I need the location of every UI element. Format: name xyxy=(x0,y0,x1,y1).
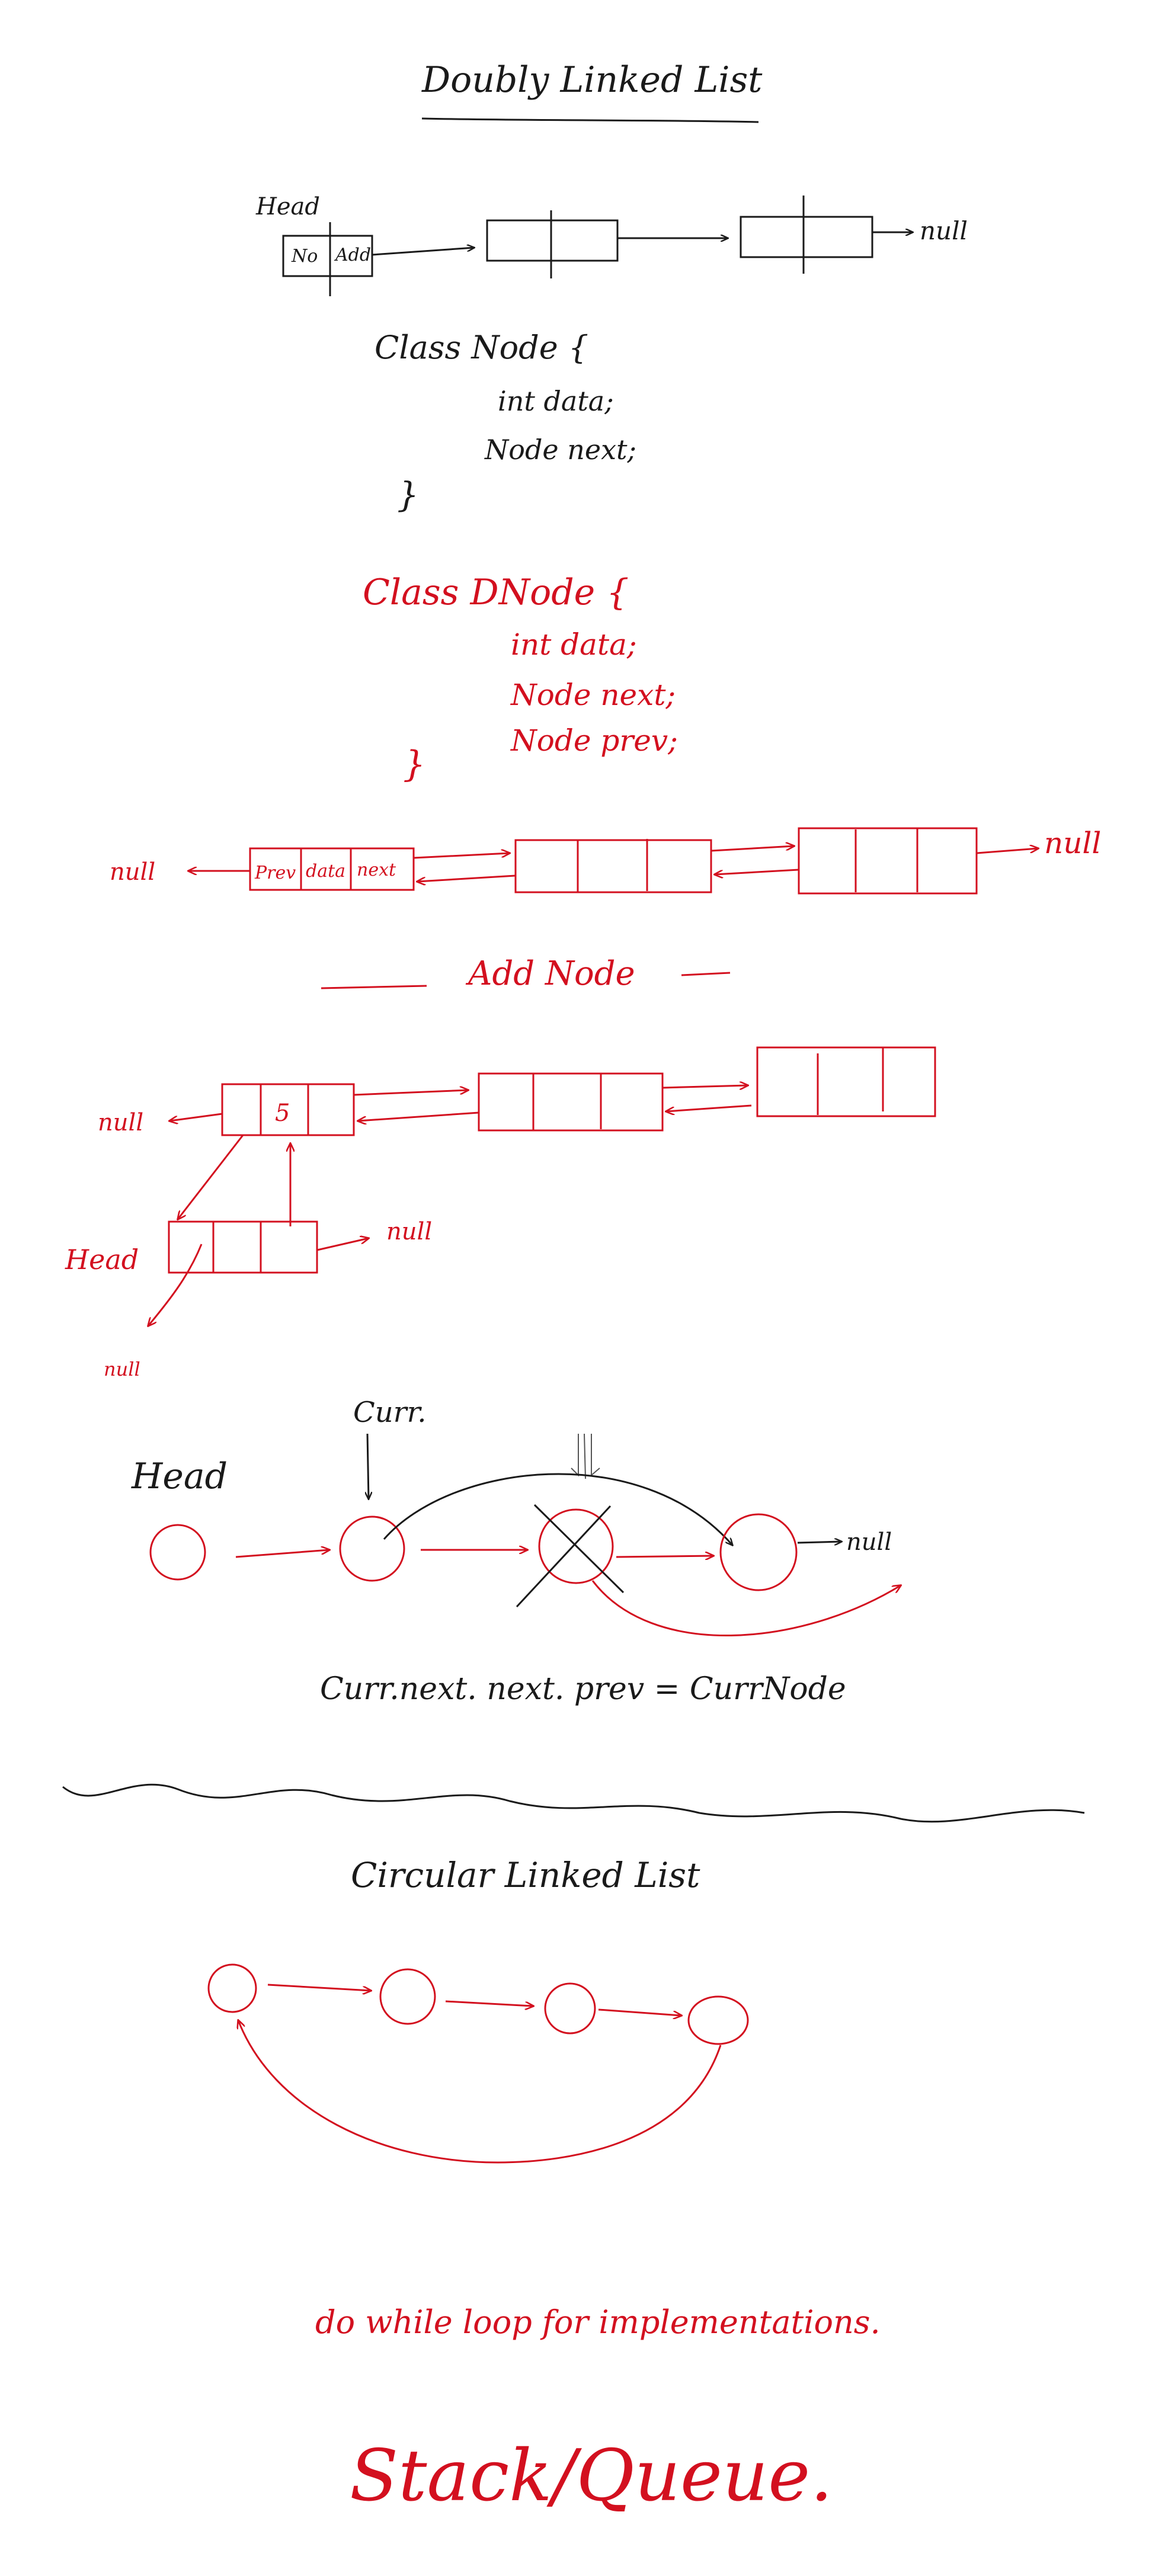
bypass-arrow-curr-to-next xyxy=(383,1473,732,1545)
arrow-newnode-to-bottom-null xyxy=(148,1244,203,1326)
arrow-head-to-curr xyxy=(235,1550,329,1558)
node-circle-2 xyxy=(379,1968,436,2025)
node-box-head xyxy=(282,235,373,277)
right-null-label: null xyxy=(1044,826,1101,860)
node-circle-head xyxy=(149,1524,206,1581)
node-class-line-2: int data; xyxy=(498,385,614,417)
notes-section: do while loop for implementations. Stack… xyxy=(315,2303,881,2517)
arrow-to-null xyxy=(797,1542,841,1543)
head-label: Head xyxy=(65,1244,139,1276)
node-circle-3 xyxy=(544,1982,596,2034)
node-circle-deleted xyxy=(538,1508,614,1584)
arrow-node3-to-node2 xyxy=(715,869,799,874)
cell-data: data xyxy=(306,861,345,882)
dnode-box-3 xyxy=(756,1046,936,1117)
node-circle-next xyxy=(719,1513,798,1591)
left-null-label: null xyxy=(98,1109,143,1136)
node-circle-curr xyxy=(339,1516,405,1582)
title-underline xyxy=(421,117,759,123)
dnode-box-2 xyxy=(514,839,712,893)
node-circle-1 xyxy=(207,1963,257,2013)
heading-dash-right xyxy=(681,972,731,976)
dnode-class-code: Class DNode { int data; Node next; Node … xyxy=(363,572,678,785)
page-title: Doubly Linked List xyxy=(421,59,763,101)
singly-linked-list-diagram: Head No Add null xyxy=(255,193,968,296)
delete-down-arrow-icon xyxy=(571,1433,600,1479)
add-node-heading: Add Node xyxy=(465,954,635,993)
arrow-head-to-node2 xyxy=(372,248,474,256)
arrow-node4-back-to-node1 xyxy=(238,2020,722,2164)
curr-label: Curr. xyxy=(353,1396,427,1429)
node-class-line-1: Class Node { xyxy=(375,329,588,366)
curr-pointer-arrow xyxy=(367,1433,369,1499)
node-value: 5 xyxy=(275,1100,290,1127)
arrow-node2-to-node1 xyxy=(417,874,516,882)
delete-cross-stroke-2 xyxy=(516,1505,612,1608)
null-right-label: null xyxy=(386,1218,432,1245)
stack-queue-note: Stack/Queue. xyxy=(350,2435,833,2517)
dnode-box-3 xyxy=(798,827,978,895)
arrow-node2-to-node1 xyxy=(358,1111,479,1121)
node-class-line-3: Node next; xyxy=(484,434,636,466)
arrow-node2-to-node3 xyxy=(710,846,794,852)
arrow-to-right-null xyxy=(976,848,1038,854)
null-label: null xyxy=(846,1529,892,1556)
null-bottom-label: null xyxy=(104,1358,140,1380)
arrow-node1-to-node2 xyxy=(267,1984,371,1991)
circular-linked-list-section: Circular Linked List xyxy=(207,1855,749,2164)
cell-add: Add xyxy=(334,245,371,265)
arrow-node2-to-node3 xyxy=(662,1085,748,1088)
wavy-divider xyxy=(62,1783,1085,1823)
dnode-class-line-2: int data; xyxy=(511,627,637,662)
add-node-section: Add Node null 5 Head null null xyxy=(65,954,936,1380)
delete-cross-stroke-1 xyxy=(533,1504,625,1594)
left-null-label: null xyxy=(110,858,155,886)
head-label: Head xyxy=(131,1456,228,1497)
dnode-box-1 xyxy=(249,847,415,891)
do-while-note: do while loop for implementations. xyxy=(315,2303,881,2341)
new-node-box xyxy=(168,1220,318,1274)
dnode-class-line-5: } xyxy=(403,744,425,785)
arrow-deleted-to-next xyxy=(616,1556,713,1557)
circular-title: Circular Linked List xyxy=(351,1855,700,1895)
head-label: Head xyxy=(255,193,320,220)
dnode-box-1 xyxy=(221,1083,355,1136)
arrow-node3-to-node2 xyxy=(666,1104,752,1111)
delete-node-section: Curr. Head null Curr.next. next. prev = … xyxy=(131,1396,901,1707)
bypass-arrow-red xyxy=(591,1580,901,1637)
dnode-box-2 xyxy=(478,1072,664,1132)
node-class-code: Class Node { int data; Node next; } xyxy=(375,329,636,515)
node-box-3 xyxy=(740,216,873,258)
dnode-class-line-1: Class DNode { xyxy=(363,572,629,613)
cell-no: No xyxy=(291,246,318,267)
arrow-newnode-to-right-null xyxy=(316,1238,369,1251)
null-label: null xyxy=(920,216,968,245)
arrow-node2-to-node3 xyxy=(445,2000,533,2006)
cell-next: next xyxy=(357,860,396,880)
dnode-class-line-4: Node prev; xyxy=(510,723,678,758)
node-class-line-4: } xyxy=(397,475,419,515)
node-box-2 xyxy=(486,219,619,262)
arrow-node1-to-newnode xyxy=(178,1135,244,1219)
title-section: Doubly Linked List xyxy=(421,59,763,123)
heading-dash-left xyxy=(321,985,427,989)
formula: Curr.next. next. prev = CurrNode xyxy=(320,1671,846,1707)
node-circle-4 xyxy=(687,1995,749,2045)
arrow-node1-to-node2 xyxy=(353,1090,468,1096)
doubly-linked-list-diagram: null Prev data next null xyxy=(110,826,1101,895)
arrow-to-left-null xyxy=(169,1113,223,1121)
dnode-class-line-3: Node next; xyxy=(510,678,676,712)
arrow-node1-to-node2 xyxy=(413,853,510,859)
cell-prev: Prev xyxy=(254,863,296,883)
arrow-node3-to-node4 xyxy=(598,2008,681,2016)
